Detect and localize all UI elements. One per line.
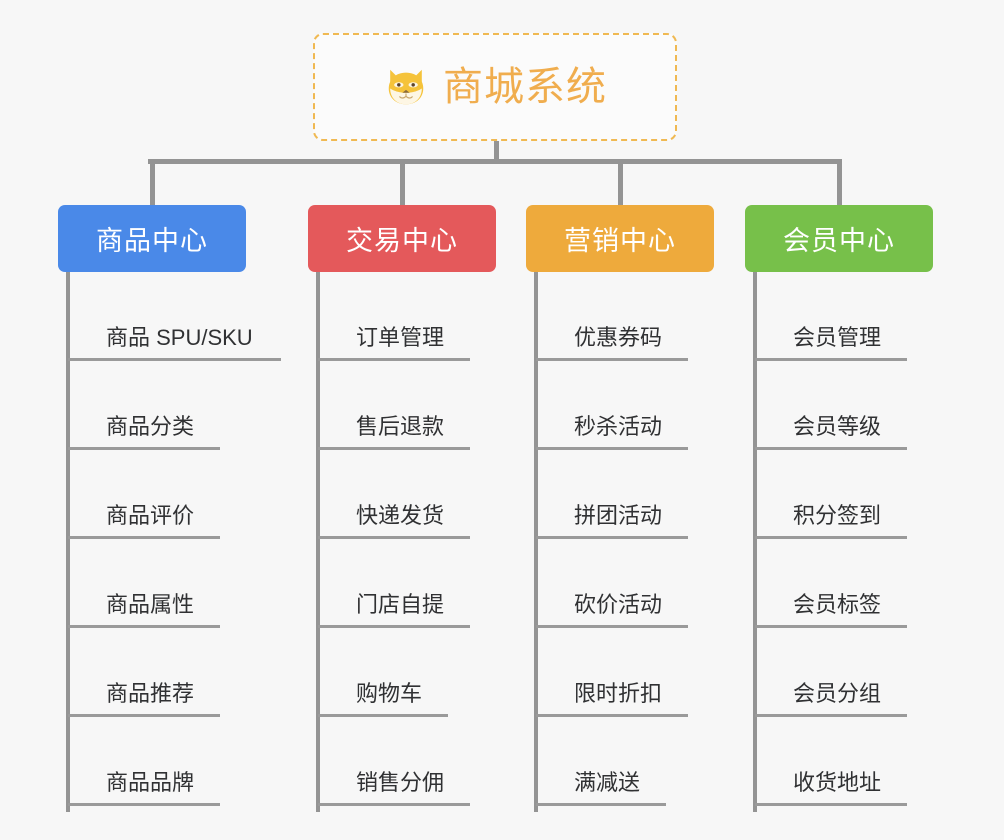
leaf-underline	[68, 358, 281, 361]
root-node[interactable]: 商城系统	[313, 33, 677, 141]
leaf-underline	[755, 803, 907, 806]
leaf-rail	[534, 272, 538, 812]
category-box-3[interactable]: 营销中心	[526, 205, 714, 272]
category-label: 营销中心	[564, 226, 676, 256]
leaf-label: 优惠券码	[574, 325, 663, 350]
leaf-underline	[318, 714, 448, 717]
branch-drop-connector-2	[400, 161, 405, 205]
leaf-label: 会员等级	[793, 414, 882, 439]
category-box-1[interactable]: 商品中心	[58, 205, 246, 272]
leaf-underline	[318, 447, 470, 450]
leaf-underline	[536, 803, 666, 806]
leaf-label: 秒杀活动	[574, 414, 663, 439]
leaf-underline	[536, 625, 688, 628]
leaf-underline	[318, 625, 470, 628]
leaf-label: 商品属性	[106, 592, 195, 617]
leaf-rail	[316, 272, 320, 812]
branch-drop-connector-4	[837, 161, 842, 205]
shiba-dog-icon	[388, 69, 424, 105]
leaf-underline	[536, 714, 688, 717]
category-box-2[interactable]: 交易中心	[308, 205, 496, 272]
leaf-label: 商品分类	[106, 414, 195, 439]
category-label: 商品中心	[96, 226, 208, 256]
leaf-label: 快递发货	[356, 503, 445, 528]
leaf-label: 满减送	[574, 770, 641, 795]
category-label: 交易中心	[346, 226, 458, 256]
leaf-underline	[318, 803, 470, 806]
leaf-underline	[318, 536, 470, 539]
branch-drop-connector-3	[618, 161, 623, 205]
leaf-label: 商品 SPU/SKU	[106, 325, 253, 350]
leaf-underline	[318, 358, 470, 361]
branch-bus-connector	[148, 159, 842, 164]
leaf-label: 门店自提	[356, 592, 445, 617]
leaf-label: 限时折扣	[574, 681, 663, 706]
leaf-rail	[66, 272, 70, 812]
leaf-underline	[755, 536, 907, 539]
leaf-label: 会员标签	[793, 592, 882, 617]
leaf-label: 商品品牌	[106, 770, 195, 795]
leaf-underline	[68, 536, 220, 539]
leaf-rail	[753, 272, 757, 812]
leaf-underline	[68, 714, 220, 717]
leaf-underline	[755, 358, 907, 361]
leaf-label: 会员管理	[793, 325, 882, 350]
leaf-underline	[68, 447, 220, 450]
category-label: 会员中心	[783, 226, 895, 256]
root-title: 商城系统	[443, 65, 607, 109]
branch-drop-connector-1	[150, 161, 155, 205]
leaf-label: 砍价活动	[574, 592, 663, 617]
leaf-label: 订单管理	[356, 325, 445, 350]
leaf-label: 购物车	[356, 681, 423, 706]
leaf-label: 拼团活动	[574, 503, 663, 528]
leaf-label: 积分签到	[793, 503, 882, 528]
leaf-underline	[536, 536, 688, 539]
leaf-label: 商品推荐	[106, 681, 195, 706]
leaf-underline	[755, 447, 907, 450]
leaf-underline	[68, 803, 220, 806]
leaf-label: 商品评价	[106, 503, 195, 528]
leaf-underline	[755, 714, 907, 717]
leaf-label: 收货地址	[793, 770, 882, 795]
root-stem-connector	[494, 141, 499, 162]
category-box-4[interactable]: 会员中心	[745, 205, 933, 272]
leaf-label: 售后退款	[356, 414, 445, 439]
leaf-label: 销售分佣	[356, 770, 445, 795]
leaf-underline	[536, 358, 688, 361]
leaf-underline	[755, 625, 907, 628]
leaf-label: 会员分组	[793, 681, 882, 706]
leaf-underline	[536, 447, 688, 450]
leaf-underline	[68, 625, 220, 628]
